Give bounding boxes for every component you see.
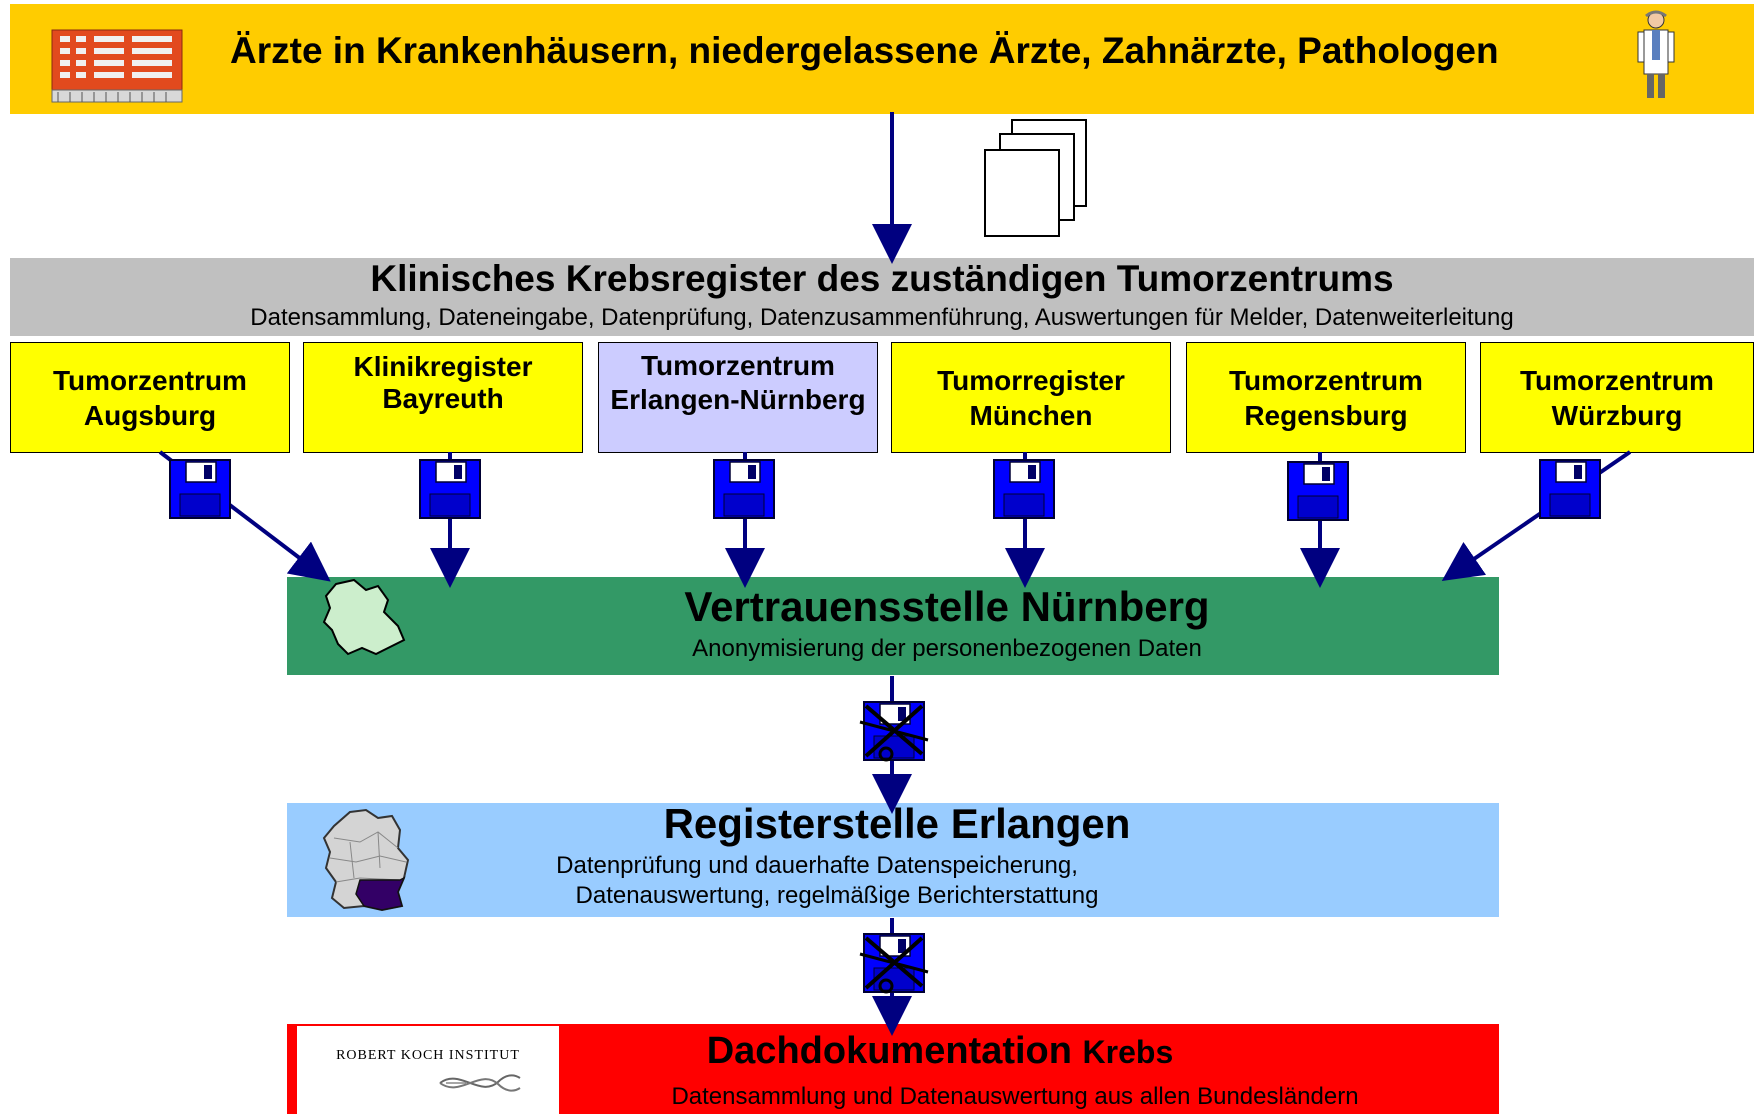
disk-icon-regensburg	[1287, 461, 1349, 521]
register-office-band	[287, 803, 1499, 917]
header-title: Ärzte in Krankenhäusern, niedergelassene…	[230, 30, 1499, 71]
center-line1: Klinikregister	[353, 351, 533, 382]
disk-icon-erlangen	[713, 459, 775, 519]
disk-icon-augsburg	[169, 459, 231, 519]
center-wuerzburg: Tumorzentrum Würzburg	[1480, 342, 1754, 453]
register-office-subtitle-line1: Datenprüfung und dauerhafte Datenspeiche…	[556, 852, 1078, 879]
trust-office-band	[287, 577, 1499, 675]
center-line1: Tumorzentrum	[641, 350, 835, 381]
trust-office-title: Vertrauensstelle Nürnberg	[684, 583, 1210, 630]
center-bayreuth: Klinikregister Bayreuth	[303, 342, 583, 453]
umbrella-title-small: Krebs	[1082, 1034, 1174, 1070]
umbrella-title-main: Dachdokumentation	[706, 1030, 1072, 1072]
center-erlangen-nuernberg: Tumorzentrum Erlangen-Nürnberg	[598, 342, 878, 453]
center-line2: Regensburg	[1244, 399, 1408, 431]
center-line1: Tumorzentrum	[1229, 364, 1423, 396]
crossed-disk-icon-1	[859, 701, 929, 762]
center-line2: Würzburg	[1551, 399, 1683, 431]
disk-icon-bayreuth	[419, 459, 481, 519]
registry-band	[10, 258, 1754, 336]
documents-icon	[984, 119, 1087, 237]
center-line2: Augsburg	[83, 399, 217, 431]
center-regensburg: Tumorzentrum Regensburg	[1186, 342, 1466, 453]
register-office-subtitle-line2: Datenauswertung, regelmäßige Berichterst…	[575, 882, 1099, 909]
center-augsburg: Tumorzentrum Augsburg	[10, 342, 290, 453]
center-line1: Tumorzentrum	[1520, 364, 1714, 396]
umbrella-subtitle: Datensammlung und Datenauswertung aus al…	[671, 1083, 1359, 1110]
center-line2: Erlangen-Nürnberg	[610, 384, 866, 415]
umbrella-title: Dachdokumentation Krebs	[560, 1030, 1320, 1073]
crossed-disk-icon-2	[859, 933, 929, 994]
center-line2: Bayreuth	[382, 383, 504, 414]
center-line2: München	[969, 399, 1093, 431]
germany-map-icon	[322, 808, 410, 912]
registry-title: Klinisches Krebsregister des zuständigen…	[370, 258, 1394, 299]
hospital-building-icon	[51, 29, 183, 103]
bavaria-map-icon	[322, 578, 406, 656]
disk-icon-wuerzburg	[1539, 459, 1601, 519]
rki-logo-text: ROBERT KOCH INSTITUT	[336, 1048, 520, 1063]
rki-logo	[297, 1026, 559, 1114]
header-band	[10, 4, 1754, 114]
center-line1: Tumorzentrum	[53, 364, 247, 396]
rki-logo-icon	[439, 1074, 521, 1092]
registry-subtitle: Datensammlung, Dateneingabe, Datenprüfun…	[250, 304, 1514, 331]
doctor-icon	[1637, 10, 1675, 98]
center-line1: Tumorregister	[937, 364, 1125, 396]
disk-icon-muenchen	[993, 459, 1055, 519]
trust-office-subtitle: Anonymisierung der personenbezogenen Dat…	[692, 635, 1202, 662]
center-muenchen: Tumorregister München	[891, 342, 1171, 453]
